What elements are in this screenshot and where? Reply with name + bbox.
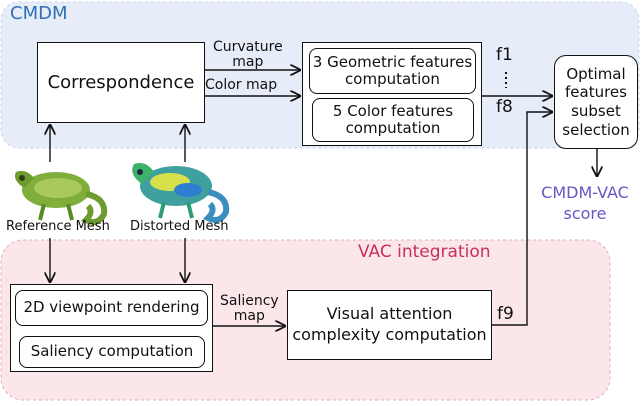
correspondence-box: Correspondence [37,42,205,123]
visual-attention-label: Visual attention complexity computation [292,304,487,344]
f1-label: f1 [496,45,513,65]
f9-label: f9 [497,304,514,324]
color-features-label: 5 Color features computation [332,101,454,137]
geometric-features-label: 3 Geometric features computation [312,52,473,88]
cmdm-label: CMDM [10,3,68,24]
saliency-map-label: Saliency map [220,293,279,325]
vac-label: VAC integration [358,242,491,262]
viewpoint-rendering-box: 2D viewpoint rendering [15,290,208,326]
distorted-mesh-label: Distorted Mesh [130,219,229,234]
saliency-computation-box: Saliency computation [19,336,205,368]
saliency-computation-label: Saliency computation [30,342,194,361]
reference-mesh-image [15,170,108,225]
result-score-label: CMDM-VAC score [541,183,629,223]
f9-arrow [492,112,552,326]
viewpoint-rendering-label: 2D viewpoint rendering [23,298,200,317]
distorted-mesh-image [132,163,230,223]
reference-mesh-label: Reference Mesh [6,219,110,234]
color-features-box: 5 Color features computation [312,98,474,142]
f8-label: f8 [496,97,513,117]
visual-attention-box: Visual attention complexity computation [287,290,492,360]
curvature-map-label: Curvature map [213,39,283,71]
optimal-selection-box: Optimal features subset selection [554,55,638,149]
geometric-features-box: 3 Geometric features computation [309,48,476,94]
color-map-label: Color map [205,77,278,93]
optimal-selection-label: Optimal features subset selection [562,64,630,139]
correspondence-label: Correspondence [47,72,195,93]
